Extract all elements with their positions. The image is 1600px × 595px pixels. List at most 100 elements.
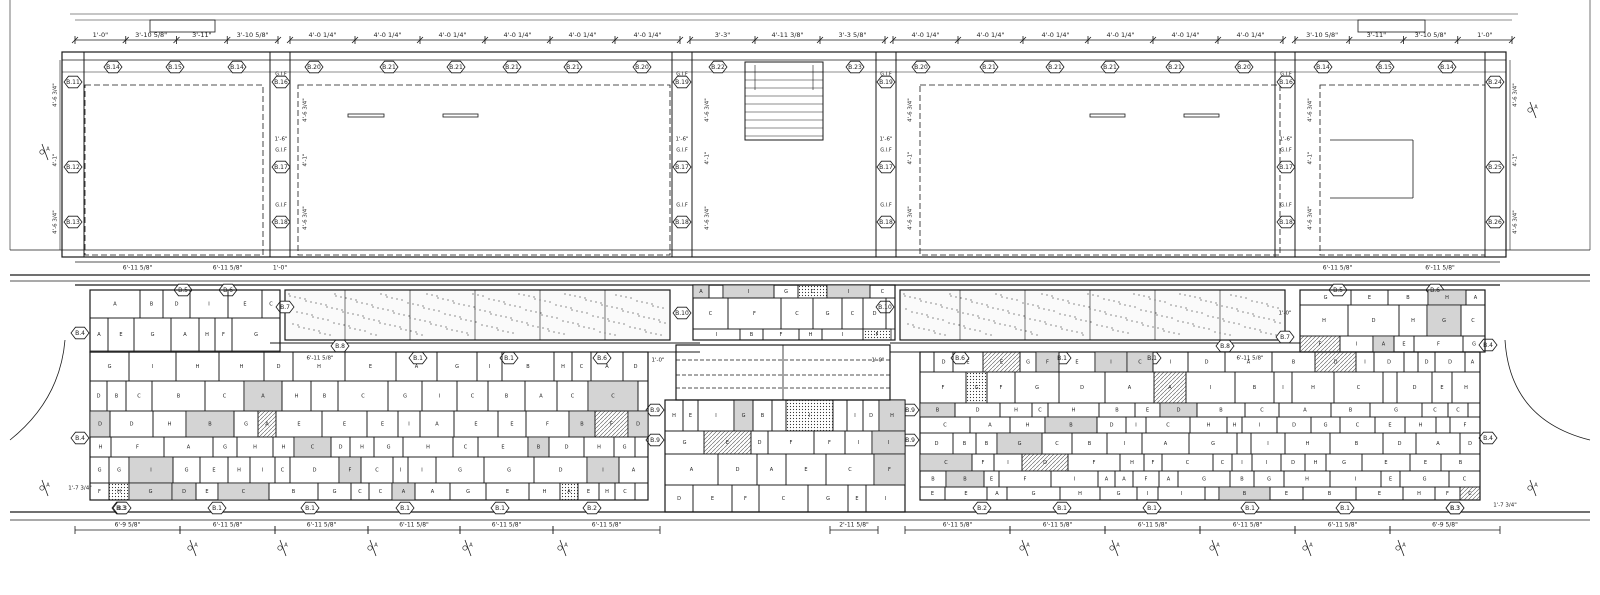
stone-label: B — [1328, 491, 1332, 497]
material-tag — [563, 60, 583, 74]
speckle — [386, 296, 388, 298]
section-marker-label: A — [1402, 543, 1406, 549]
speckle — [964, 327, 966, 329]
speckle — [944, 334, 946, 336]
speckle — [632, 312, 634, 314]
speckle — [472, 293, 474, 295]
stone-label: D — [1398, 441, 1402, 447]
line — [286, 36, 294, 44]
stone-label: D — [1043, 460, 1047, 466]
speckle — [914, 297, 916, 299]
speckle — [577, 323, 579, 325]
material-tag-label: B.5 — [178, 287, 188, 294]
section-marker — [1209, 545, 1215, 551]
speckle — [1037, 305, 1039, 307]
speckle — [456, 330, 458, 332]
speckle — [1247, 312, 1249, 314]
stone-label: A — [187, 445, 191, 451]
speckle — [645, 331, 647, 333]
speckle — [403, 314, 405, 316]
stone-label: G — [185, 468, 189, 474]
speckle — [534, 298, 536, 300]
speckle — [537, 326, 539, 328]
speckle — [1242, 311, 1244, 313]
speckle — [1015, 328, 1017, 330]
speckle — [1263, 317, 1265, 319]
pier — [1484, 51, 1507, 258]
speckle — [335, 295, 337, 297]
material-tag — [1437, 60, 1457, 74]
speckle — [407, 302, 409, 304]
speckle — [1069, 315, 1071, 317]
speckle — [1236, 308, 1238, 310]
section-marker — [1527, 485, 1533, 491]
stone-label: A — [1122, 477, 1126, 483]
stone-field — [919, 351, 1481, 501]
speckle — [495, 314, 497, 316]
material-tag — [1100, 60, 1120, 74]
speckle — [1237, 310, 1239, 312]
speckle — [1127, 332, 1129, 334]
stone-label: A — [1474, 295, 1478, 301]
material-tag-label: B.21 — [982, 64, 996, 71]
stone-label: I — [152, 364, 153, 370]
speckle — [637, 313, 639, 315]
stone-label: B — [1088, 441, 1092, 447]
stone-label: E — [966, 360, 969, 366]
dimension-label: 6'-9 5/8" — [1432, 522, 1458, 529]
stone-label: C — [1463, 477, 1467, 483]
speckle — [1087, 293, 1089, 295]
stone — [708, 284, 724, 299]
speckle — [1173, 332, 1175, 334]
material-tag — [379, 60, 399, 74]
speckle — [1266, 303, 1268, 305]
material-tag-label: B.21 — [449, 64, 463, 71]
material-tag — [845, 60, 865, 74]
speckle — [1044, 321, 1046, 323]
speckle — [1006, 297, 1008, 299]
stone-label: G — [1324, 423, 1328, 429]
speckle — [1096, 324, 1098, 326]
material-tag — [112, 501, 132, 515]
stone-label: E — [711, 496, 714, 502]
speckle — [1125, 317, 1127, 319]
stone-label: F — [1000, 385, 1003, 391]
stone-label: A — [690, 467, 694, 473]
dimension-label: 6'-11 5/8" — [307, 522, 337, 529]
speckle — [660, 334, 662, 336]
speckle — [385, 294, 387, 296]
speckle — [1011, 298, 1013, 300]
stone — [586, 456, 620, 484]
stone-label: G — [1117, 491, 1121, 497]
stone — [243, 380, 283, 412]
material-tag-label: B.17 — [675, 164, 689, 171]
material-tag-label: B.2 — [977, 505, 987, 512]
material-tag — [271, 75, 291, 89]
speckle — [638, 315, 640, 317]
vertical-dimension: 4'-1" — [303, 153, 309, 166]
speckle — [1179, 293, 1181, 295]
material-tag — [103, 60, 123, 74]
line — [464, 539, 472, 557]
stone-label: I — [150, 468, 151, 474]
material-tag-label: B.3 — [117, 505, 127, 512]
material-tag — [490, 501, 510, 515]
door-swing — [9, 339, 66, 441]
pier-note: G.I.F — [1280, 148, 1292, 154]
line — [611, 36, 619, 44]
stone-label: E — [510, 422, 513, 428]
speckle — [357, 314, 359, 316]
stone-label: E — [119, 332, 122, 338]
speckle — [1060, 326, 1062, 328]
stone-label: G — [975, 385, 979, 391]
material-tag-label: B.15 — [1378, 64, 1392, 71]
speckle — [1145, 310, 1147, 312]
speckle — [474, 308, 476, 310]
speckle — [1254, 328, 1256, 330]
material-tag-label: B.4 — [1483, 435, 1493, 442]
material-tag — [63, 215, 83, 229]
stone-label: H — [1233, 423, 1237, 429]
speckle — [565, 306, 567, 308]
speckle — [576, 310, 578, 312]
section-marker-label: A — [1534, 483, 1538, 489]
